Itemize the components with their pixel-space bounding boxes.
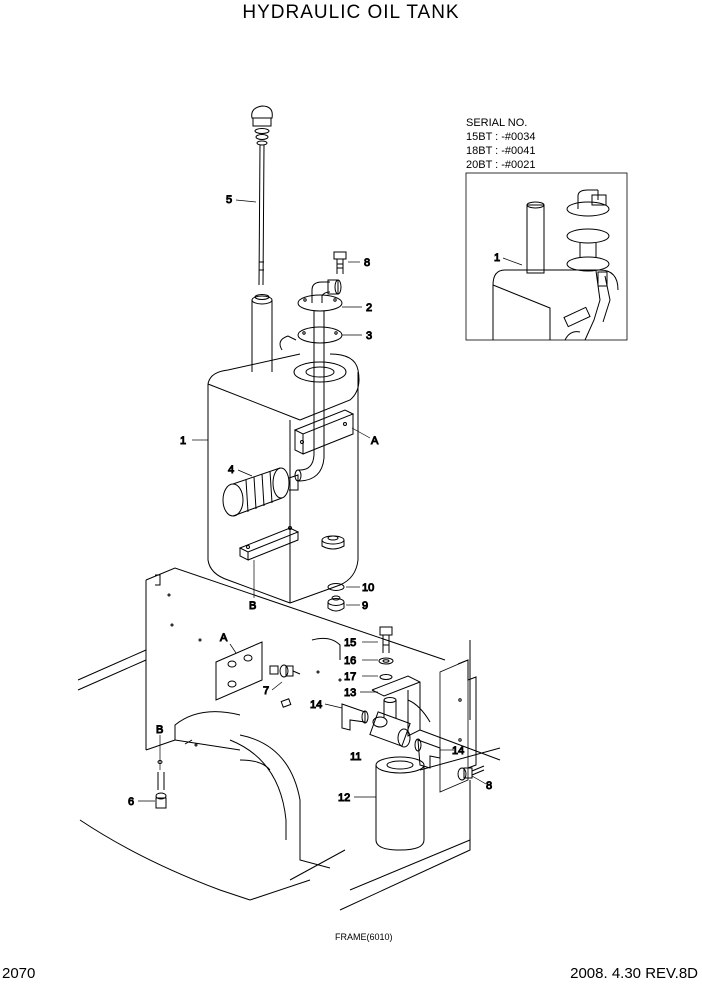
- bolt: [457, 765, 487, 785]
- serial-line: 20BT : -#0021: [466, 159, 536, 171]
- callout-14: 14: [310, 699, 322, 711]
- dipstick: [235, 105, 273, 286]
- callout-b: B: [156, 724, 163, 736]
- frame-reference: FRAME(6010): [335, 932, 393, 942]
- callout-4: 4: [228, 464, 234, 476]
- callout-14: 14: [452, 745, 464, 757]
- bolt: [138, 735, 167, 809]
- callout-16: 16: [344, 655, 356, 667]
- callout-11: 11: [350, 751, 361, 763]
- serial-note: SERIAL NO. 15BT : -#0034 18BT : -#0041 2…: [466, 116, 536, 172]
- truck-frame: [77, 567, 471, 911]
- callout-7: 7: [263, 685, 269, 697]
- filter-head-assembly: [324, 626, 501, 793]
- callout-8: 8: [486, 780, 492, 792]
- bolt: [333, 251, 360, 274]
- serial-line: 18BT : -#0041: [466, 145, 536, 157]
- callout-1-inset: 1: [494, 252, 500, 264]
- callout-8: 8: [364, 257, 370, 269]
- callout-13: 13: [344, 687, 356, 699]
- oil-filter: [354, 756, 425, 851]
- inset-detail: [465, 172, 628, 341]
- callout-10: 10: [362, 582, 374, 594]
- return-pipe-assembly: [279, 279, 362, 482]
- page-number: 2070: [2, 965, 36, 982]
- callout-5: 5: [226, 194, 232, 206]
- serial-line: 15BT : -#0034: [466, 131, 536, 143]
- callout-3: 3: [366, 330, 372, 342]
- oil-tank: [192, 294, 360, 604]
- callout-1: 1: [180, 435, 186, 447]
- serial-heading: SERIAL NO.: [466, 117, 528, 129]
- callout-b: B: [249, 600, 256, 612]
- callout-9: 9: [362, 600, 368, 612]
- page-title: HYDRAULIC OIL TANK: [242, 2, 460, 23]
- revision-date: 2008. 4.30 REV.8D: [570, 965, 698, 982]
- callout-a: A: [220, 632, 228, 644]
- callout-15: 15: [344, 637, 356, 649]
- callout-12: 12: [338, 792, 350, 804]
- callout-2: 2: [366, 302, 372, 314]
- callout-a: A: [371, 435, 379, 447]
- drain-plug: [327, 583, 360, 612]
- frame-bracket: [215, 641, 301, 701]
- callout-17: 17: [344, 671, 356, 683]
- callout-6: 6: [128, 796, 134, 808]
- suction-strainer: [222, 467, 299, 517]
